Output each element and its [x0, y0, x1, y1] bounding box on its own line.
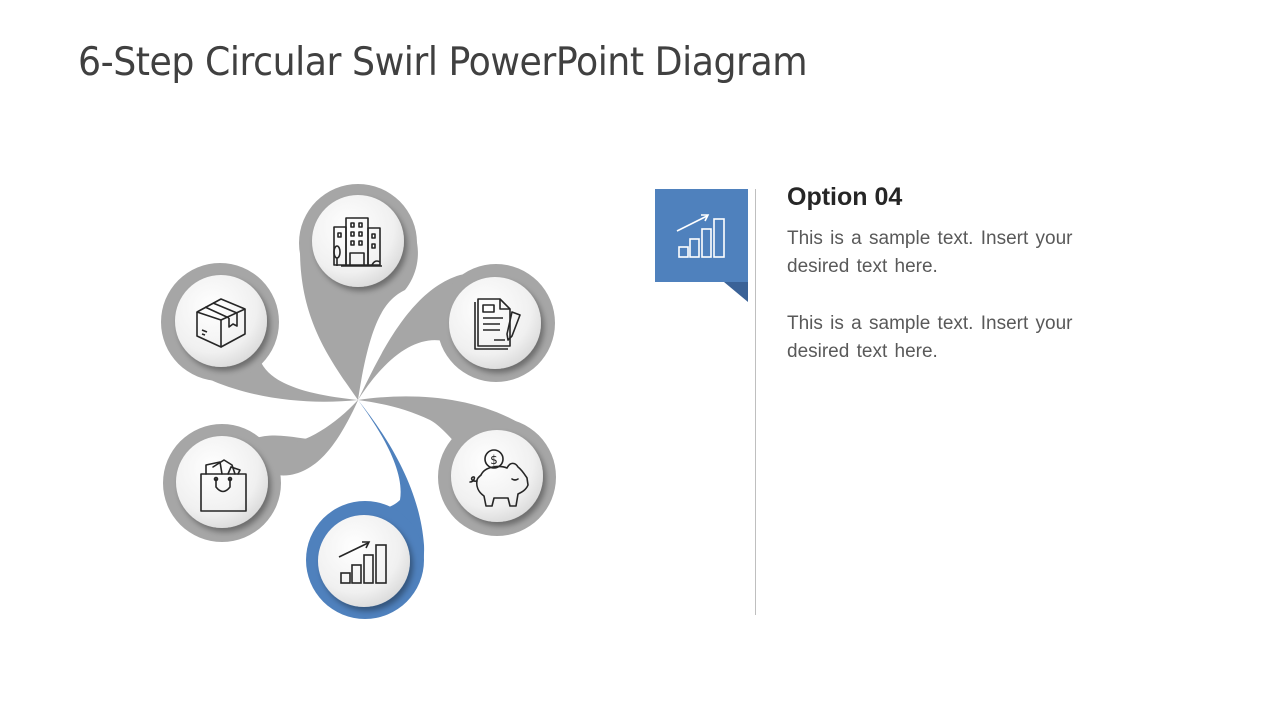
document-contract-icon — [474, 298, 521, 350]
slide-title: 6-Step Circular Swirl PowerPoint Diagram — [78, 40, 808, 85]
svg-text:$: $ — [490, 453, 498, 467]
vertical-divider — [755, 189, 756, 615]
piggy-bank-icon: $ — [469, 449, 529, 507]
disc-shopping-bag — [176, 436, 268, 528]
badge-fold — [724, 282, 748, 302]
growth-chart-icon — [676, 214, 725, 258]
swirl-diagram: $ — [161, 184, 556, 619]
growth-chart-icon — [338, 541, 387, 584]
disc-building — [312, 195, 404, 287]
option-description-2: This is a sample text. Insert your desir… — [787, 313, 1073, 362]
building-icon — [333, 217, 382, 267]
option-heading: Option 04 — [787, 183, 903, 211]
option-description-1: This is a sample text. Insert your desir… — [787, 228, 1073, 277]
shopping-bag-icon — [200, 459, 247, 512]
box-icon — [196, 298, 246, 348]
disc-document — [449, 277, 541, 369]
disc-piggy — [451, 430, 543, 522]
active-option-badge — [655, 189, 748, 302]
